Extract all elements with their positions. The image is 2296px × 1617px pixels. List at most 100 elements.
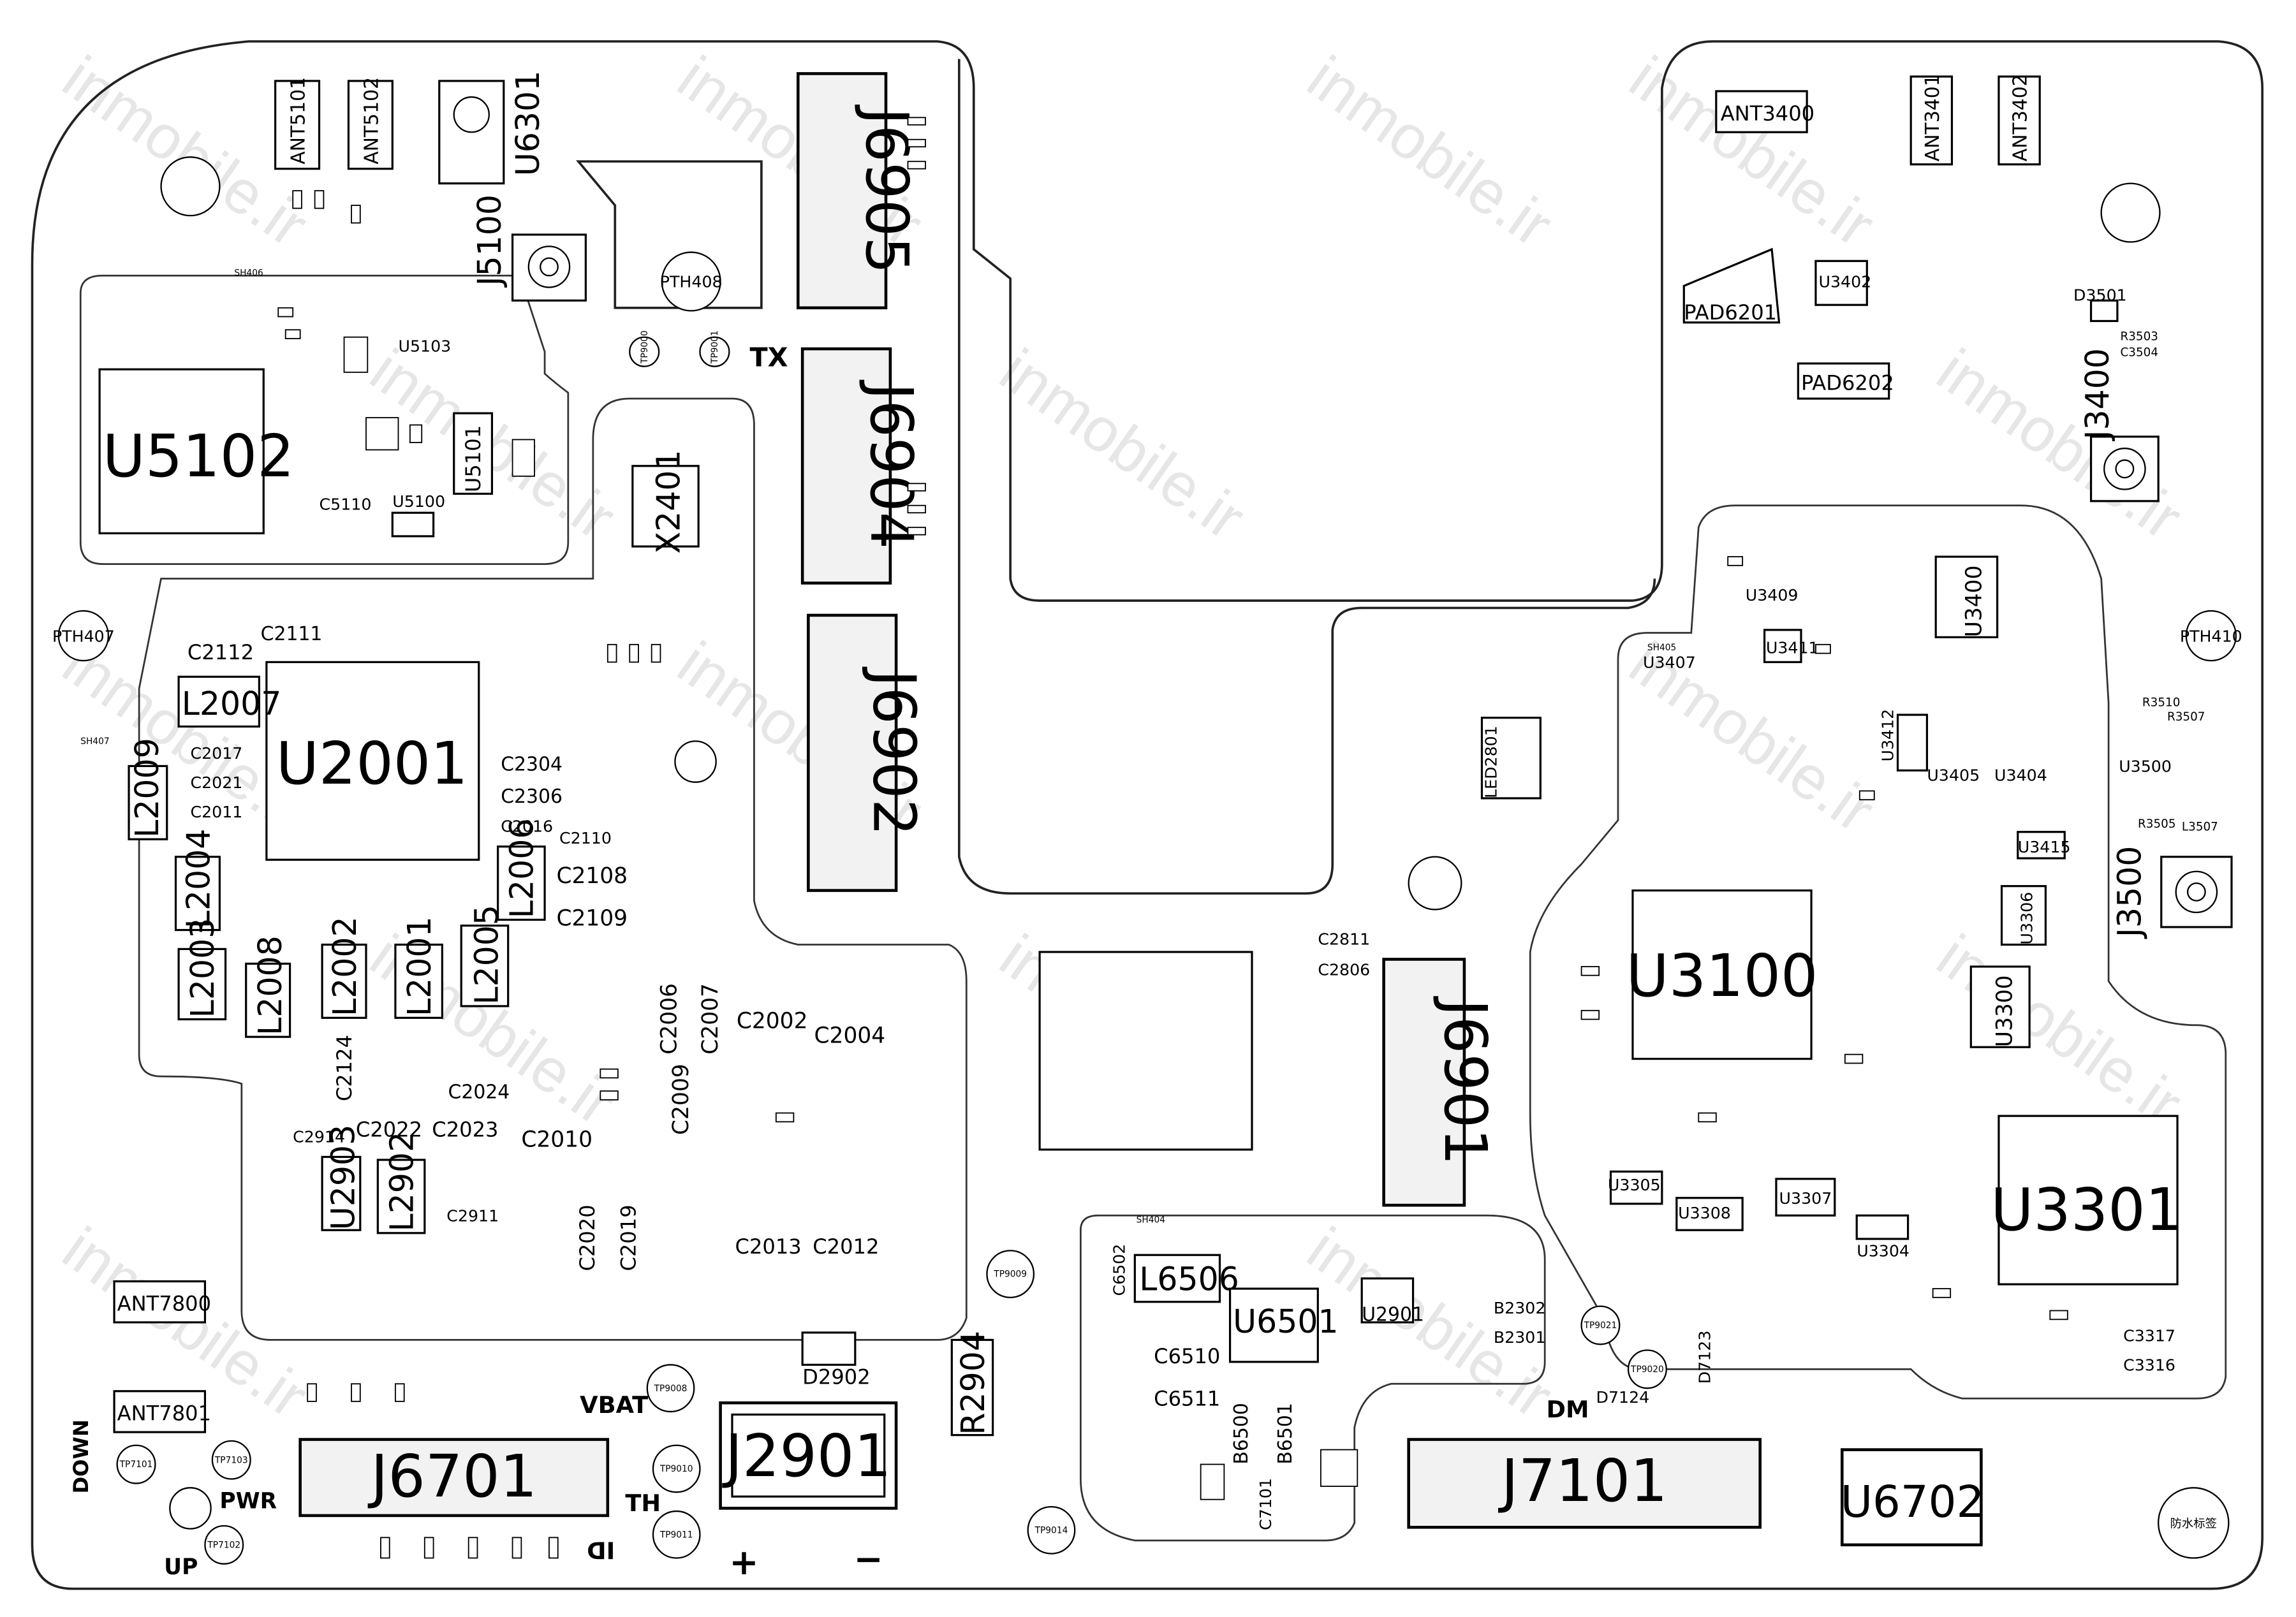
- chip-u3412: U3412: [1879, 709, 1929, 772]
- silk-dm: DM: [1546, 1396, 1589, 1423]
- shield-label: SH406: [234, 268, 263, 278]
- chip-label: U2001: [276, 729, 468, 798]
- chip-u3500: U3500: [2119, 757, 2172, 776]
- silkscreen-labels: TX VBAT PWR DOWN UP TH ID + − DM: [69, 342, 1589, 1583]
- rf-connector-j3500: J3500: [2111, 846, 2233, 939]
- resistor-r2904: [950, 1338, 994, 1437]
- inductor-l2902: L2902: [376, 1132, 426, 1234]
- capacitor-label: C2811: [1318, 930, 1370, 949]
- bead-label: B2302: [1494, 1299, 1546, 1317]
- chip-label: U3412: [1879, 709, 1897, 762]
- connector-j6701: J6701: [298, 1438, 610, 1518]
- testpoint-group: TP9009 TP9008 TP9010 TP9011 TP9014 TP902…: [116, 330, 1667, 1565]
- chip-u3305: U3305: [1608, 1170, 1663, 1205]
- connector-label: J2901: [722, 1422, 892, 1490]
- inductor-l6506: L6506: [1133, 1254, 1239, 1303]
- inductor-l2006: L2006: [497, 819, 546, 921]
- chip-label: U3304: [1857, 1242, 1910, 1261]
- antenna-ant7801: [113, 1390, 207, 1433]
- shield-outline-sh405: [1529, 504, 2227, 1400]
- chip-u3301: U3301: [1991, 1115, 2182, 1285]
- capacitor-label: C2009: [668, 1064, 694, 1135]
- inductor-l2003: L2003: [177, 918, 227, 1021]
- chip-label: U3308: [1678, 1204, 1731, 1222]
- silk-tx: TX: [750, 342, 788, 373]
- inductor-label: L2001: [401, 916, 438, 1016]
- chip-u5101: U5101: [453, 412, 494, 495]
- mounting-hole-pth408: PTH408: [660, 251, 723, 312]
- inductor-label: L2006: [503, 819, 541, 919]
- chip-label: U3500: [2119, 757, 2172, 776]
- testpoint-label: TP9000: [640, 330, 650, 364]
- testpoint-tp9010: TP9010: [652, 1444, 701, 1493]
- pad-label: PAD6201: [1684, 300, 1777, 325]
- antenna-label: ANT7800: [117, 1291, 211, 1315]
- antenna-ant3402: [1998, 75, 2041, 166]
- testpoint-label: TP7102: [207, 1540, 240, 1550]
- chip-u3304: U3304: [1855, 1214, 1910, 1261]
- capacitor-label: C2306: [501, 786, 563, 808]
- watermark: inmobile.ir: [1617, 43, 1886, 260]
- chip-label: U5101: [461, 425, 485, 492]
- antenna-label: ANT7801: [117, 1401, 211, 1426]
- testpoint-tp9001: TP9001: [699, 330, 730, 367]
- capacitor-label: C2304: [501, 753, 563, 775]
- testpoint-label: TP9014: [1034, 1525, 1068, 1535]
- led-ld2801: [1480, 717, 1542, 800]
- connector-j2901: J2901: [719, 1401, 898, 1510]
- connector-label: J3400: [2079, 348, 2116, 441]
- testpoint-label: TP9008: [654, 1384, 688, 1394]
- antenna-ant3401: [1910, 75, 1954, 166]
- chip-label: U3402: [1819, 273, 1872, 291]
- testpoint-tp9014: TP9014: [1027, 1506, 1076, 1555]
- capacitor-label: C2013: [735, 1234, 802, 1259]
- capacitor-label: C2006: [657, 983, 682, 1055]
- chip-u3415: U3415: [2017, 831, 2071, 860]
- chip-u3404: U3404: [1994, 766, 2047, 784]
- testpoint-tp7103: TP7103: [211, 1440, 251, 1480]
- chip-u3308: U3308: [1675, 1197, 1744, 1231]
- antenna-label: ANT3400: [1721, 101, 1814, 126]
- waterproof-label: 防水标签: [2158, 1487, 2230, 1559]
- chip-label: U2903: [325, 1125, 362, 1230]
- chip-label: U3301: [1991, 1176, 2182, 1244]
- inductor-label: L3507: [2182, 820, 2218, 833]
- capacitor-label: C2010: [521, 1127, 592, 1152]
- bead-label: B6501: [1274, 1403, 1297, 1464]
- pad-label: PAD6202: [1801, 370, 1894, 395]
- watermark: inmobile.ir: [1295, 43, 1564, 260]
- inductor-l2005: L2005: [460, 905, 510, 1007]
- testpoint-label: TP9001: [710, 330, 720, 364]
- connector-j6902: J6902: [807, 613, 929, 892]
- inductor-label: L2004: [179, 829, 217, 929]
- connector-label: J3500: [2111, 846, 2149, 939]
- connector-label: J6901: [1431, 996, 1499, 1166]
- inductor-label: L2003: [184, 918, 221, 1018]
- capacitor-label: C2017: [190, 744, 242, 763]
- unmarked-chip-pad: [1038, 951, 1253, 1151]
- board-outline: [31, 40, 2264, 1590]
- chip-label: U6501: [1233, 1303, 1338, 1340]
- chip-label: U3100: [1626, 942, 1818, 1010]
- testpoint-tp9020: TP9020: [1627, 1349, 1667, 1389]
- connector-label: J6701: [367, 1442, 537, 1511]
- silk-pwr: PWR: [219, 1488, 277, 1514]
- chip-u5103: U5103: [398, 337, 451, 356]
- inductor-label: L2007: [182, 685, 282, 722]
- connector-j6901: J6901: [1382, 958, 1499, 1207]
- capacitor-label: C2022: [356, 1117, 422, 1141]
- capacitor-group: C2112 C2111 C2017 C2021 C2011 C2304 C230…: [188, 495, 2175, 1530]
- chip-u3307: U3307: [1775, 1178, 1836, 1217]
- testpoint-label: TP9020: [1630, 1365, 1664, 1375]
- capacitor-label: C2112: [188, 640, 254, 664]
- chip-label: U3405: [1927, 766, 1980, 784]
- capacitor-label: C3504: [2120, 346, 2158, 360]
- connector-label: J6902: [860, 666, 929, 836]
- chip-label: U3411: [1766, 639, 1819, 657]
- hole-label: PTH408: [660, 273, 723, 291]
- resistor-label: R3510: [2142, 696, 2180, 709]
- bead-label: B6500: [1230, 1403, 1253, 1464]
- testpoint-tp9009: TP9009: [986, 1250, 1035, 1298]
- chip-u2001: U2001: [265, 661, 480, 861]
- silk-up: UP: [164, 1555, 198, 1580]
